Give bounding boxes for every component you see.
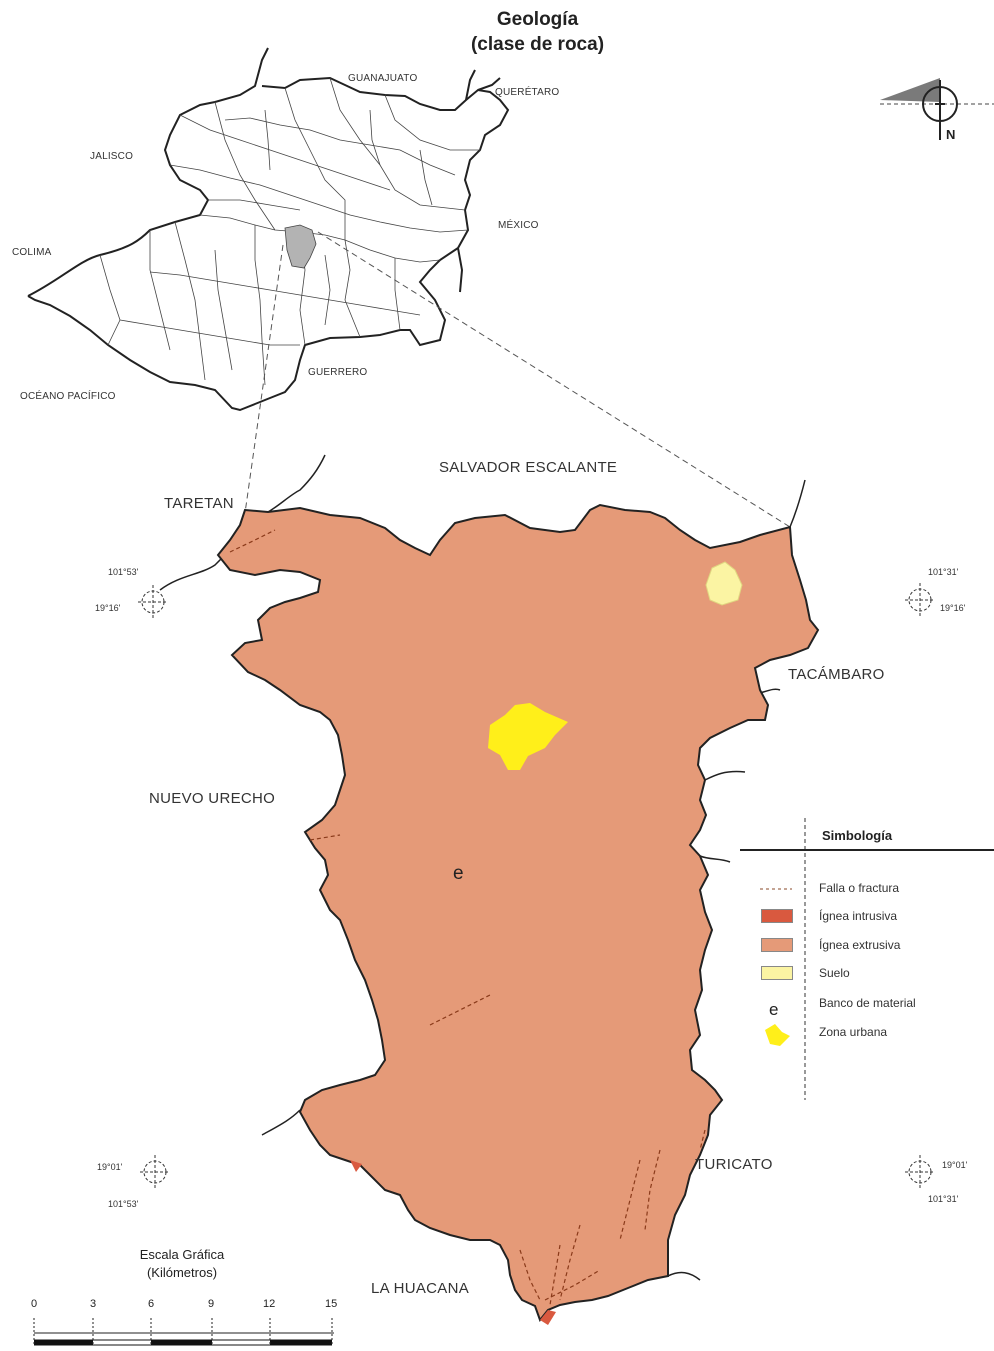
- legend-frame: [740, 818, 994, 1100]
- scale-tick-3: 3: [90, 1298, 97, 1310]
- inset-label-queretaro: QUERÉTARO: [495, 87, 560, 98]
- crosshair-sw: [140, 1155, 170, 1189]
- intrusive-rock-patches: [350, 1160, 556, 1325]
- municipality-extrusive-rock: [216, 503, 820, 1323]
- legend-material-bank-symbol: e: [769, 1000, 779, 1019]
- inset-state-map: [27, 47, 510, 412]
- scale-tick-9: 9: [208, 1298, 215, 1310]
- legend-swatch-soil: [761, 966, 793, 980]
- legend-label-fault: Falla o fractura: [819, 881, 900, 895]
- inset-selected-municipality: [284, 224, 317, 269]
- legend-swatch-intrusive: [761, 909, 793, 923]
- legend-label-material-bank: Banco de material: [819, 996, 916, 1010]
- north-label: N: [946, 127, 956, 142]
- scale-caption-line2: (Kilómetros): [146, 1265, 218, 1280]
- legend-label-urban: Zona urbana: [819, 1025, 888, 1039]
- coordinate-crosshairs: [138, 583, 935, 1189]
- coord-nw-lat: 19°16': [95, 603, 121, 613]
- coord-nw-lon: 101°53': [108, 567, 139, 577]
- legend-swatch-extrusive: [761, 938, 793, 952]
- neighbor-label-tacambaro: TACÁMBARO: [788, 666, 885, 683]
- material-bank-marker: e: [453, 863, 464, 884]
- fault-lines: [229, 529, 706, 1306]
- coord-ne-lat: 19°16': [940, 603, 966, 613]
- crosshair-nw: [138, 585, 168, 619]
- neighbor-label-taretan: TARETAN: [164, 495, 234, 512]
- neighbor-label-la-huacana: LA HUACANA: [371, 1280, 470, 1297]
- scale-tick-12: 12: [263, 1298, 276, 1310]
- legend-label-soil: Suelo: [819, 966, 850, 980]
- inset-municipal-boundaries: [99, 77, 480, 386]
- scale-tick-15: 15: [325, 1298, 338, 1310]
- scale-tick-0: 0: [31, 1298, 38, 1310]
- scale-bar-graphic: [33, 1318, 334, 1346]
- neighbor-label-salvador: SALVADOR ESCALANTE: [439, 459, 618, 476]
- coord-sw-lon: 101°53': [108, 1199, 139, 1209]
- neighbor-label-nuevo-urecho: NUEVO URECHO: [149, 790, 276, 807]
- map-title-line2: (clase de roca): [470, 34, 605, 55]
- coord-se-lon: 101°31': [928, 1194, 959, 1204]
- leader-lines: [244, 231, 791, 528]
- inset-label-guanajuato: GUANAJUATO: [348, 73, 418, 84]
- inset-label-mexico: MÉXICO: [498, 220, 539, 231]
- legend-label-extrusive: Ígnea extrusiva: [819, 938, 901, 952]
- neighbor-label-turicato: TURICATO: [695, 1156, 773, 1173]
- legend-label-intrusive: Ígnea intrusiva: [819, 909, 898, 923]
- urban-zone-north-east: [705, 561, 743, 606]
- crosshair-ne: [905, 583, 935, 617]
- coord-sw-lat: 19°01': [97, 1162, 123, 1172]
- coord-se-lat: 19°01': [942, 1160, 968, 1170]
- inset-label-oceano: OCÉANO PACÍFICO: [20, 391, 116, 402]
- scale-tick-6: 6: [148, 1298, 155, 1310]
- legend-title: Simbología: [822, 828, 893, 843]
- inset-label-colima: COLIMA: [12, 247, 52, 258]
- map-title-line1: Geología: [496, 9, 579, 30]
- crosshair-se: [905, 1155, 935, 1189]
- coord-ne-lon: 101°31': [928, 567, 959, 577]
- north-arrow-icon: [880, 78, 994, 140]
- inset-label-guerrero: GUERRERO: [308, 367, 368, 378]
- urban-zone-center: [488, 703, 568, 770]
- inset-label-jalisco: JALISCO: [90, 151, 134, 162]
- legend-urban-symbol: [765, 1024, 790, 1046]
- scale-caption-line1: Escala Gráfica: [139, 1247, 225, 1262]
